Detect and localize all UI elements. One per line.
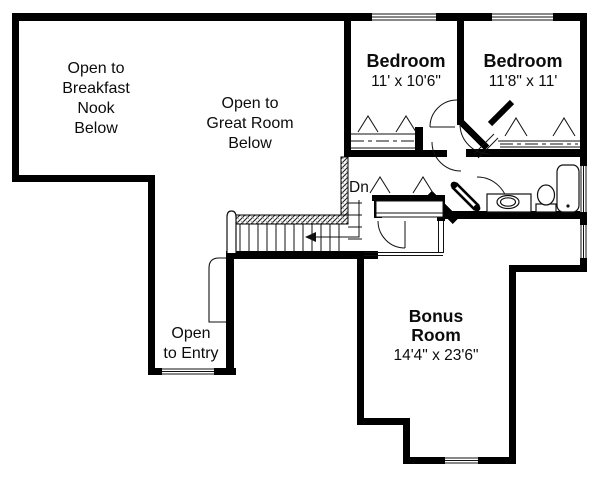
wall-entry-left: [148, 175, 155, 375]
label-bonus-room: Bonus Room 14'4" x 23'6": [393, 306, 478, 364]
window-bonus-bottom: [445, 457, 478, 464]
svg-text:Below: Below: [228, 135, 272, 152]
closet-bedroom-right: [473, 117, 580, 159]
svg-text:Open to: Open to: [68, 60, 125, 77]
svg-text:Room: Room: [411, 325, 461, 345]
windows: [162, 13, 587, 464]
door-arc-hall: [431, 141, 462, 172]
labels: Open to Breakfast Nook Below Open to Gre…: [62, 51, 562, 364]
svg-text:Bedroom: Bedroom: [483, 51, 562, 71]
wall-closet1-stub: [415, 127, 423, 151]
door-hall-closet: [377, 220, 406, 249]
wall-bath-bottom: [443, 211, 587, 219]
svg-text:Nook: Nook: [77, 100, 115, 117]
svg-text:Bonus: Bonus: [409, 306, 464, 326]
sink-vanity-symbol: [486, 193, 532, 213]
clothes-hanger-symbol: [369, 176, 434, 194]
wall-entry-right: [226, 251, 234, 375]
wall-closet1-bottom: [344, 150, 447, 157]
door-bedroom-left: [429, 99, 458, 128]
stair-treads: [239, 224, 340, 252]
svg-text:Open: Open: [171, 325, 210, 342]
wall-bonus-left: [357, 251, 364, 425]
closet-hall: [369, 176, 444, 218]
toilet-symbol: [535, 184, 557, 213]
stair-direction-arrow: [305, 200, 360, 242]
label-stairs-down: Dn: [349, 179, 369, 196]
wall-bedroom-left: [344, 13, 351, 157]
wall-right-outer: [580, 13, 587, 272]
wall-top: [12, 13, 587, 21]
label-bedroom-right: Bedroom 11'8" x 11': [483, 51, 562, 90]
stair-newel-post: [226, 210, 237, 253]
walls: [12, 13, 587, 464]
svg-text:Breakfast: Breakfast: [62, 80, 130, 97]
doors: [208, 99, 515, 323]
bathtub-symbol: [556, 164, 580, 213]
label-bedroom-left: Bedroom 11' x 10'6": [366, 51, 445, 90]
svg-text:Below: Below: [74, 120, 118, 137]
wall-bonus-right: [509, 265, 516, 464]
label-open-breakfast-nook: Open to Breakfast Nook Below: [62, 60, 130, 137]
svg-text:Great Room: Great Room: [206, 115, 293, 132]
svg-text:14'4" x 23'6": 14'4" x 23'6": [393, 347, 478, 364]
svg-text:11'8" x 11': 11'8" x 11': [489, 73, 558, 90]
window-bedroom-right: [492, 13, 553, 21]
stair-upper-treads: [348, 202, 362, 240]
clothes-hanger-symbol: [357, 115, 417, 133]
svg-text:11' x 10'6": 11' x 10'6": [371, 73, 441, 90]
wall-angled-bedroom2: [458, 119, 490, 151]
window-bath-right: [580, 166, 587, 212]
wall-bedroom-divider: [457, 13, 464, 125]
staircase: [226, 200, 362, 253]
window-entry: [162, 368, 214, 375]
svg-text:Bedroom: Bedroom: [366, 51, 445, 71]
svg-text:Open to: Open to: [222, 95, 279, 112]
bathroom: [486, 164, 580, 213]
label-open-entry: Open to Entry: [163, 325, 218, 362]
wall-left: [12, 13, 19, 182]
opening-bonus-room: [364, 221, 444, 256]
clothes-hanger-symbol: [504, 117, 576, 137]
wall-bonus-top-right: [509, 265, 587, 272]
label-open-great-room: Open to Great Room Below: [206, 95, 293, 152]
wall-closet2-bottom: [466, 149, 587, 157]
window-bonus-right: [580, 225, 587, 258]
wall-stairs-bottom: [226, 251, 378, 259]
closet-bedroom-left: [351, 115, 417, 149]
wall-hall-closet-top: [372, 195, 445, 201]
wall-bonus-step-v: [403, 418, 410, 464]
wall-breakfast-bottom: [12, 175, 155, 182]
svg-text:to Entry: to Entry: [163, 345, 218, 362]
closets: [351, 115, 580, 218]
door-bedroom-right: [459, 99, 515, 155]
wall-bonus-step-h: [357, 418, 410, 425]
stair-wall-hatched: [340, 156, 349, 216]
understair-wall-entry: [208, 257, 226, 323]
window-bedroom-left: [372, 13, 436, 21]
stair-railing: [233, 214, 349, 225]
